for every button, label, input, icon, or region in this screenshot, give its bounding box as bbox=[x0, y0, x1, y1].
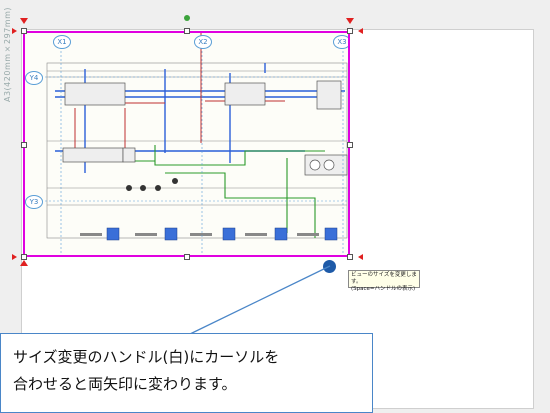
drawing-view-frame[interactable]: X1 X2 X3 Y4 Y3 bbox=[23, 31, 350, 257]
resize-handle-bottom-center[interactable] bbox=[184, 254, 190, 260]
rotate-handle-icon[interactable] bbox=[184, 15, 190, 21]
resize-tooltip: ビューのサイズを変更します。 (Space=ハンドルの表示) bbox=[348, 270, 420, 292]
tooltip-line-1: ビューのサイズを変更します。 bbox=[351, 272, 417, 285]
callout-text: サイズ変更のハンドル(白)にカーソルを 合わせると両矢印に変わります。 bbox=[13, 348, 280, 393]
resize-handle-middle-left[interactable] bbox=[21, 142, 27, 148]
grid-label-y4: Y4 bbox=[25, 71, 43, 85]
grid-label-y3: Y3 bbox=[25, 195, 43, 209]
resize-handle-bottom-left[interactable] bbox=[21, 254, 27, 260]
grid-label-x1: X1 bbox=[53, 35, 71, 49]
floor-plan-drawing bbox=[25, 33, 348, 255]
resize-handle-top-right[interactable] bbox=[347, 28, 353, 34]
resize-handle-middle-right[interactable] bbox=[347, 142, 353, 148]
grid-label-x2: X2 bbox=[194, 35, 212, 49]
resize-handle-bottom-right[interactable] bbox=[347, 254, 353, 260]
cursor-icon bbox=[323, 260, 336, 273]
grid-label-x3: X3 bbox=[333, 35, 348, 49]
resize-handle-top-left[interactable] bbox=[21, 28, 27, 34]
tooltip-line-2: (Space=ハンドルの表示) bbox=[351, 286, 416, 292]
callout-box: サイズ変更のハンドル(白)にカーソルを 合わせると両矢印に変わります。 bbox=[0, 333, 373, 413]
resize-handle-top-center[interactable] bbox=[184, 28, 190, 34]
sheet-size-label: A3(420mm×297mm) bbox=[3, 6, 12, 102]
